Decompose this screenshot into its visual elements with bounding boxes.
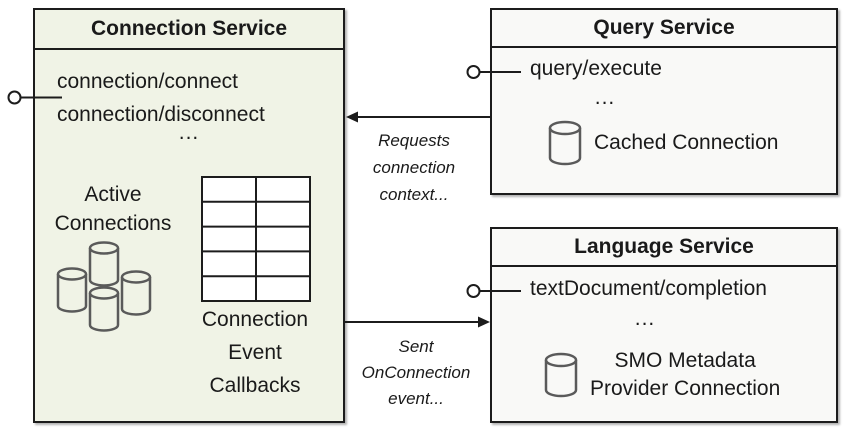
active-connections-cylinders-icon xyxy=(56,241,152,332)
database-cylinder-icon xyxy=(548,120,582,166)
smo-metadata-provider-label: SMO Metadata Provider Connection xyxy=(590,349,781,400)
active-connections-label: Active Connections xyxy=(54,183,172,235)
method-connection-disconnect: connection/disconnect xyxy=(57,103,265,126)
database-cylinder-icon xyxy=(88,286,120,332)
callback-table-icon xyxy=(201,176,311,302)
database-cylinder-icon xyxy=(88,241,120,287)
interface-lollipop-icon xyxy=(7,90,62,105)
connection-service-title: Connection Service xyxy=(35,10,343,50)
connection-service-box: Connection Service connection/connect co… xyxy=(33,8,345,423)
database-cylinder-icon xyxy=(120,270,152,316)
language-service-box: Language Service textDocument/completion… xyxy=(490,227,838,423)
database-cylinder-icon xyxy=(56,267,88,313)
language-methods-ellipsis: ... xyxy=(634,307,656,330)
method-textdocument-completion: textDocument/completion xyxy=(530,277,767,300)
interface-lollipop-icon xyxy=(466,65,521,79)
database-cylinder-icon xyxy=(544,352,578,398)
connection-methods-ellipsis: ... xyxy=(178,121,200,144)
arrow-right-icon xyxy=(345,316,490,328)
connection-service-methods: connection/connect connection/disconnect xyxy=(57,65,265,131)
language-service-title: Language Service xyxy=(492,229,836,267)
query-methods-ellipsis: ... xyxy=(594,86,616,109)
query-service-box: Query Service query/execute ... Cached C… xyxy=(490,8,838,195)
sent-onconnection-event-label: Sent OnConnection event... xyxy=(361,337,471,408)
requests-connection-context-label: Requests connection context... xyxy=(372,131,456,204)
smo-metadata-provider-item: SMO Metadata Provider Connection xyxy=(544,347,780,403)
cached-connection-label: Cached Connection xyxy=(594,131,779,154)
method-query-execute: query/execute xyxy=(530,57,662,80)
method-connection-connect: connection/connect xyxy=(57,70,238,93)
query-service-title: Query Service xyxy=(492,10,836,48)
interface-lollipop-icon xyxy=(466,284,521,298)
arrow-left-icon xyxy=(346,111,492,123)
connection-event-callbacks-label: Connection Event Callbacks xyxy=(201,308,309,397)
cached-connection-item: Cached Connection xyxy=(548,120,778,166)
